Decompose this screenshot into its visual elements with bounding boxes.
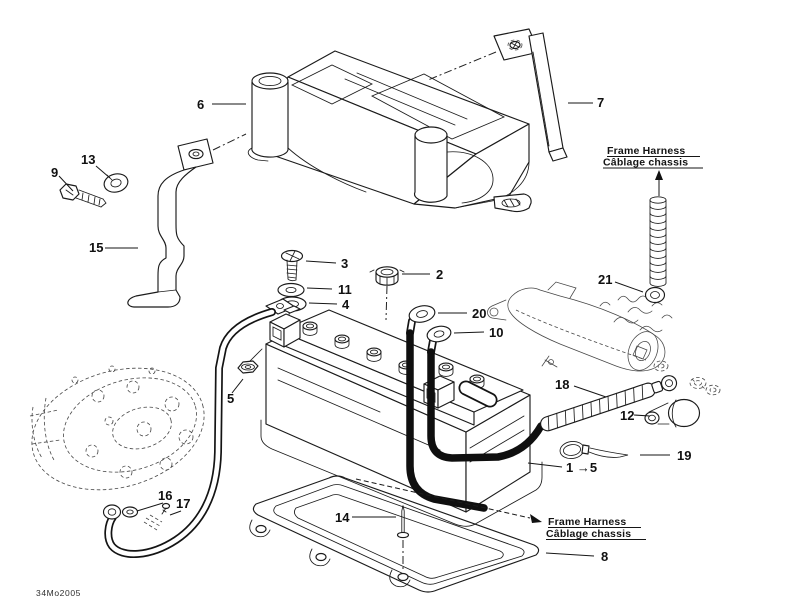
rubber-boot — [644, 398, 701, 428]
leader-21 — [614, 281, 644, 293]
leader-4 — [308, 302, 338, 305]
harness-label-top-fr: Câblage chassis — [603, 157, 688, 169]
callout-1to5: 1 →5 — [566, 460, 597, 475]
side-bracket — [127, 133, 247, 308]
harness-label-bottom-en: Frame Harness — [548, 516, 626, 528]
harness-arrow-top — [655, 170, 663, 196]
leader-1to5 — [527, 462, 563, 468]
harness-arrow-bottom — [355, 478, 542, 523]
callout-20: 20 — [472, 306, 486, 321]
assembly-axis-cap2 — [385, 285, 388, 321]
hex-bolt-9 — [59, 183, 107, 208]
callout-10: 10 — [489, 325, 503, 340]
alignment-line-bracket7 — [427, 51, 497, 81]
leader-3 — [305, 260, 337, 264]
ring-terminal-10 — [426, 325, 452, 343]
leader-18 — [573, 385, 607, 398]
flywheel-ghost — [29, 365, 205, 491]
callout-15: 15 — [89, 240, 103, 255]
tray-pin-14 — [396, 505, 410, 572]
cable-tie — [559, 440, 629, 460]
alignment-line-bracket15 — [212, 133, 247, 151]
callout-labels: 6 7 9 13 15 3 11 4 2 20 10 5 21 18 12 19… — [51, 95, 691, 564]
washer-16 — [121, 506, 139, 518]
callout-4: 4 — [342, 297, 350, 312]
callout-3: 3 — [341, 256, 348, 271]
battery-tray — [249, 475, 540, 593]
callout-9: 9 — [51, 165, 58, 180]
callout-6: 6 — [197, 97, 204, 112]
cover-bracket — [427, 28, 568, 162]
leader-13 — [95, 165, 111, 179]
screw-17 — [143, 502, 171, 531]
callout-11: 11 — [338, 282, 352, 297]
leader-8 — [545, 552, 595, 557]
callout-17: 17 — [176, 496, 190, 511]
starter-motor-ghost — [487, 281, 673, 372]
leader-11 — [306, 287, 333, 290]
leader-lines — [58, 102, 670, 557]
callout-7: 7 — [597, 95, 604, 110]
drawing-code: 34Mo2005 — [36, 588, 81, 598]
callout-16: 16 — [158, 488, 172, 503]
vent-cap-2 — [369, 266, 405, 321]
battery-cable-positive — [406, 317, 488, 512]
harness-label-bottom: Frame Harness Câblage chassis — [546, 516, 646, 540]
harness-label-top: Frame Harness Câblage chassis — [603, 145, 703, 169]
callout-14: 14 — [335, 510, 350, 525]
leader-17 — [169, 510, 182, 516]
battery-cable-negative — [427, 337, 545, 462]
spiral-wrap-21 — [644, 196, 667, 304]
callout-13: 13 — [81, 152, 95, 167]
leader-9 — [58, 175, 74, 192]
callout-5: 5 — [227, 391, 234, 406]
callout-18: 18 — [555, 377, 569, 392]
lock-washer-11 — [277, 282, 305, 298]
callout-2: 2 — [436, 267, 443, 282]
callout-21: 21 — [598, 272, 612, 287]
hex-nut-5 — [237, 348, 263, 374]
starter-cable-spiral — [540, 375, 678, 432]
leader-5 — [231, 378, 244, 394]
callout-8: 8 — [601, 549, 608, 564]
harness-label-top-en: Frame Harness — [607, 145, 685, 157]
leader-12 — [633, 414, 651, 417]
battery-terminal-left — [269, 305, 301, 348]
harness-label-bottom-fr: Câblage chassis — [546, 528, 631, 540]
leader-16 — [136, 502, 164, 512]
callout-19: 19 — [677, 448, 691, 463]
leader-10 — [453, 331, 485, 334]
callout-12: 12 — [620, 408, 634, 423]
starter-washers-ghost — [653, 360, 721, 396]
battery-cover — [247, 50, 532, 213]
ring-terminal-20 — [408, 305, 436, 323]
ground-strap — [102, 298, 296, 559]
